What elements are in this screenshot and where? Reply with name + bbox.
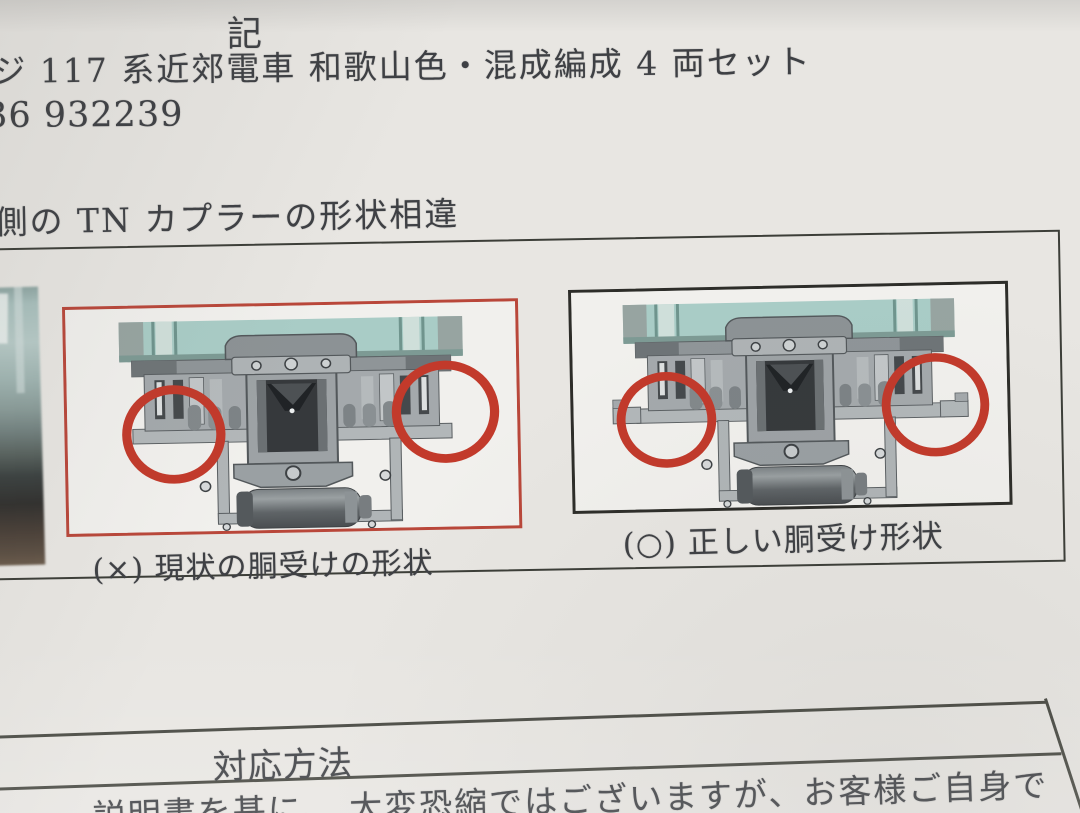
train-photo-thumbnail [0,286,46,566]
train-photo-highlight [14,287,25,393]
product-title-line: ジ 117 系近郊電車 和歌山色・混成編成 4 両セット [0,41,812,91]
highlight-circle-right [391,360,500,463]
incorrect-panel [62,298,523,537]
train-photo-highlight [0,293,8,344]
highlight-circle-right [881,353,990,457]
ledge-extension-right [939,399,969,418]
highlight-circle-left [616,372,717,468]
product-code: 36 932239 [0,94,184,136]
response-section-title: 対応方法 [212,743,354,788]
section-title: 側の TN カプラーの形状相違 [0,194,460,242]
table-border-line-right [1044,698,1080,813]
coupler-diagram-incorrect [65,301,520,534]
highlight-circle-left [122,385,226,484]
ledge-step-right [954,392,969,402]
correct-caption: (○) 正しい胴受け形状 [622,518,945,563]
correct-panel [568,280,1013,514]
memo-mark: 記 [227,15,263,55]
table-border-line-top [0,700,1047,740]
incorrect-caption: (×) 現状の胴受けの形状 [92,545,434,588]
coupler-diagram-correct [571,283,1010,511]
